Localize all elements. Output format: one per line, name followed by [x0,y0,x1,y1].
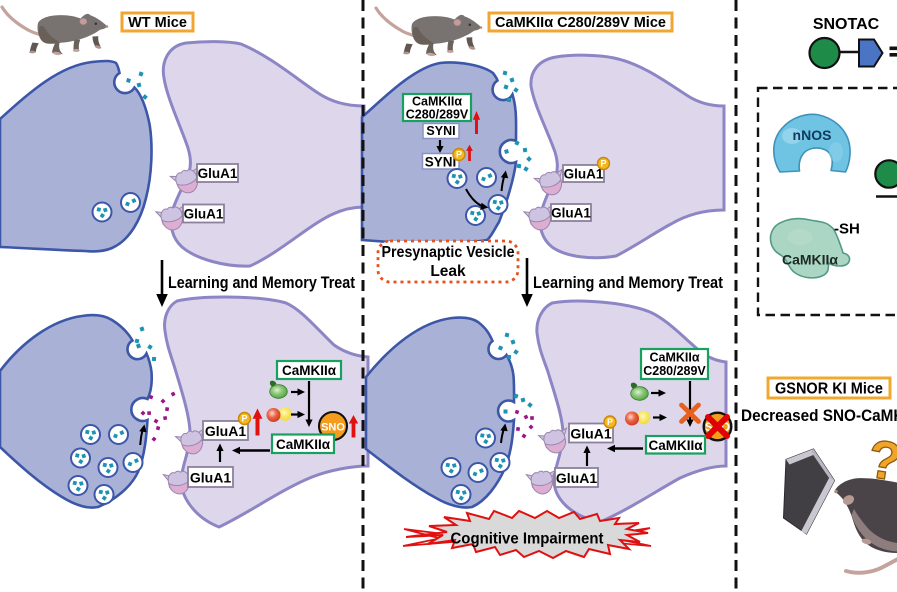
svg-text:GSNOR KI Mice: GSNOR KI Mice [775,381,883,398]
svg-text:SNOTAC: SNOTAC [813,16,880,33]
svg-text:Decreased SNO-CaMKII: Decreased SNO-CaMKII [741,407,897,425]
svg-text:GluA1: GluA1 [198,166,238,181]
svg-text:SNO: SNO [321,422,345,434]
svg-text:CaMKIIα C280/289V Mice: CaMKIIα C280/289V Mice [495,15,666,31]
svg-text:WT Mice: WT Mice [128,15,187,31]
svg-text:CaMKIIα: CaMKIIα [649,351,699,365]
svg-text:C280/289V: C280/289V [406,108,469,122]
svg-text:GluA1: GluA1 [564,167,604,182]
svg-text:Learning and Memory Treat: Learning and Memory Treat [533,274,723,292]
svg-text:Learning and Memory Treat: Learning and Memory Treat [168,274,355,292]
svg-text:GluA1: GluA1 [570,426,611,442]
svg-text:GluA1: GluA1 [184,207,224,222]
svg-text:CaMKIIα: CaMKIIα [782,252,838,268]
svg-text:CaMKIIα: CaMKIIα [648,438,703,453]
svg-text:nNOS: nNOS [793,127,832,143]
svg-text:GluA1: GluA1 [205,423,246,439]
svg-text:GluA1: GluA1 [551,206,591,221]
svg-text:C280/289V: C280/289V [643,364,706,378]
svg-text:SYNI: SYNI [425,155,457,170]
svg-text:-SH: -SH [834,221,860,238]
svg-text:Cognitive Impairment: Cognitive Impairment [451,531,605,548]
svg-text:Presynaptic Vesicle: Presynaptic Vesicle [382,244,515,261]
svg-text:CaMKIIα: CaMKIIα [412,95,462,109]
svg-text:CaMKIIα: CaMKIIα [276,437,331,452]
svg-text:GluA1: GluA1 [556,470,597,486]
svg-text:SYNI: SYNI [426,124,455,138]
svg-text:CaMKIIα: CaMKIIα [282,363,337,378]
svg-text:Leak: Leak [430,263,466,280]
svg-text:GluA1: GluA1 [190,470,231,486]
